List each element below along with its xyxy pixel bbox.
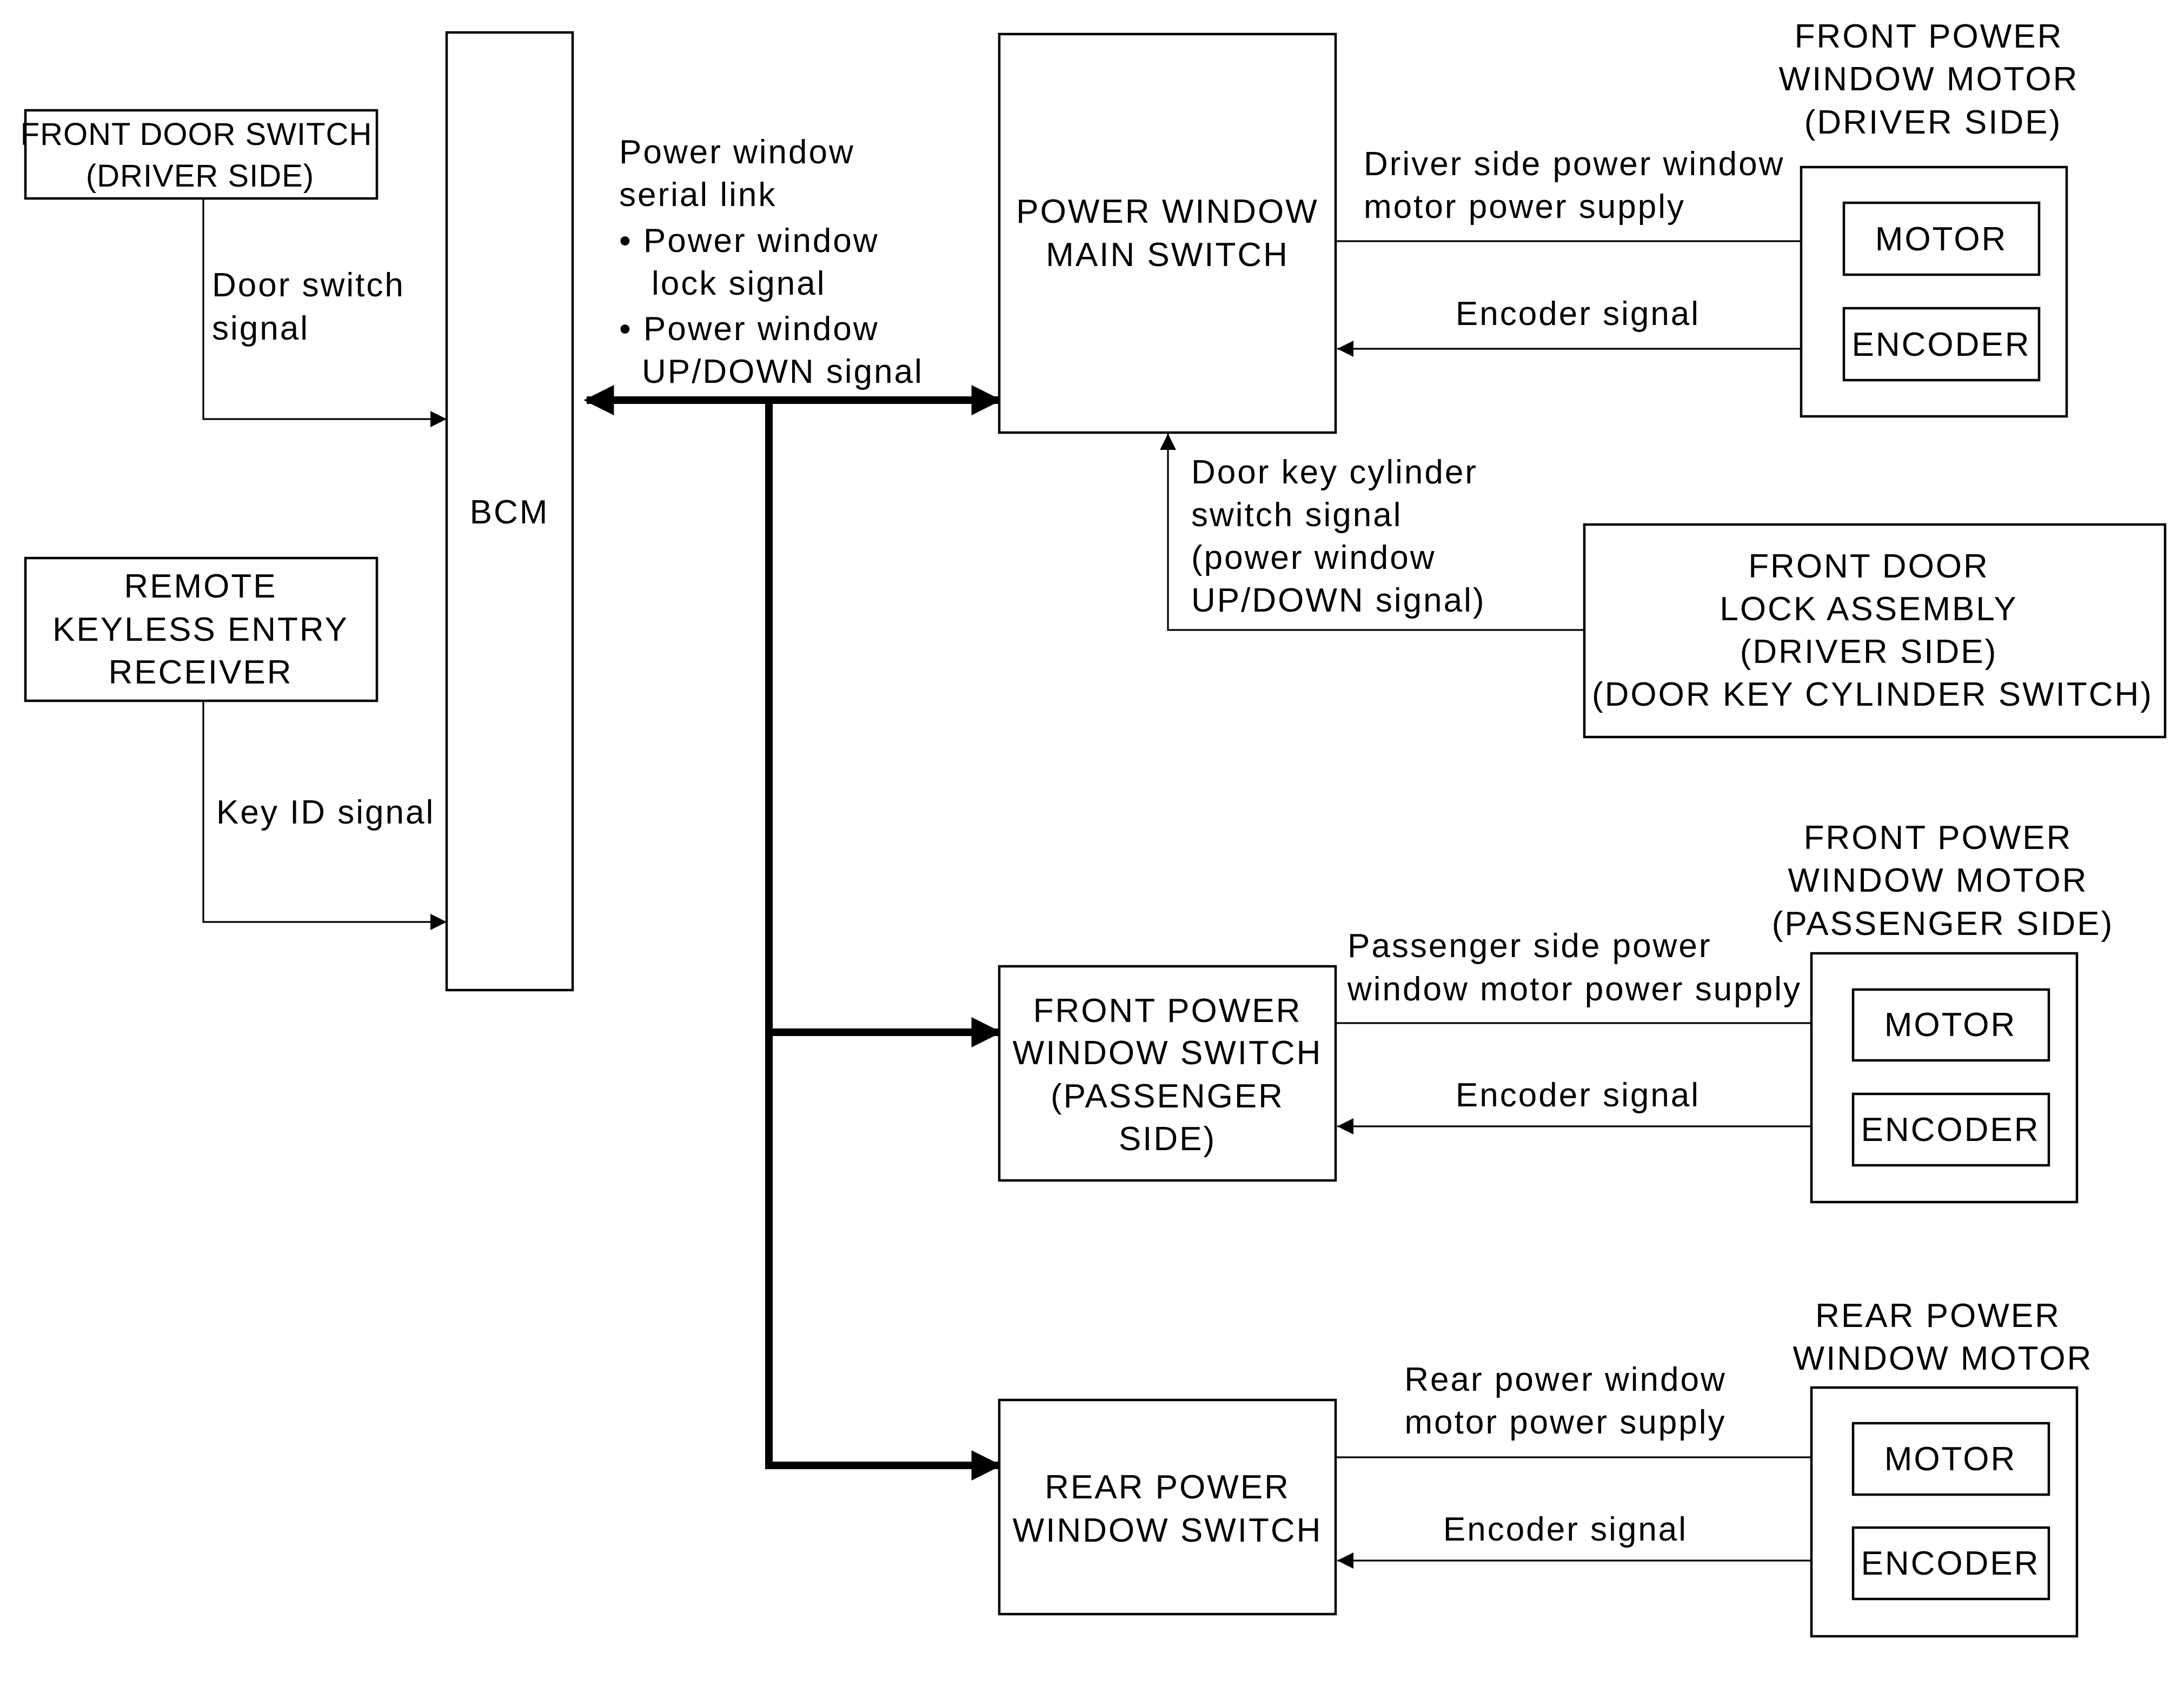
remote-keyless-line-2: KEYLESS ENTRY	[52, 611, 349, 648]
driver-motor-box	[1842, 201, 2041, 276]
driver-encoder-label: ENCODER	[1851, 326, 2030, 363]
driver-motor-title-2: WINDOW MOTOR	[1779, 61, 2079, 98]
main-switch-line-2: MAIN SWITCH	[1046, 236, 1289, 274]
door-key-signal-line-2: switch signal	[1191, 496, 1402, 534]
passenger-switch-line-1: FRONT POWER	[1033, 992, 1302, 1030]
door-switch-signal-line-2: signal	[212, 310, 309, 347]
front-door-switch-line-2: (DRIVER SIDE)	[86, 158, 314, 194]
rear-motor-title-2: WINDOW MOTOR	[1793, 1340, 2093, 1377]
bcm-box: BCM	[445, 31, 574, 992]
door-switch-signal-line	[202, 199, 447, 427]
main-switch-line-1: POWER WINDOW	[1016, 193, 1319, 230]
passenger-motor-title-2: WINDOW MOTOR	[1788, 862, 2088, 899]
serial-link-line-1: Power window	[619, 134, 855, 171]
rear-encoder-signal-label: Encoder signal	[1443, 1511, 1688, 1548]
rear-switch-line-2: WINDOW SWITCH	[1013, 1512, 1323, 1549]
front-power-window-motor-passenger: FRONT POWER WINDOW MOTOR (PASSENGER SIDE…	[1772, 819, 2114, 1204]
key-id-signal-line	[202, 702, 447, 930]
passenger-supply-line-2: window motor power supply	[1347, 971, 1802, 1008]
passenger-switch-line-2: WINDOW SWITCH	[1013, 1034, 1323, 1072]
rear-encoder-label: ENCODER	[1861, 1545, 2040, 1582]
passenger-encoder-label: ENCODER	[1861, 1111, 2040, 1149]
front-power-window-motor-driver: FRONT POWER WINDOW MOTOR (DRIVER SIDE) M…	[1779, 18, 2079, 418]
power-window-main-switch-box: POWER WINDOW MAIN SWITCH	[998, 32, 1337, 434]
passenger-switch-line-4: SIDE)	[1119, 1120, 1216, 1158]
rear-power-window-switch-box: REAR POWER WINDOW SWITCH	[998, 1398, 1337, 1616]
rear-power-window-motor: REAR POWER WINDOW MOTOR MOTOR ENCODER	[1793, 1297, 2093, 1638]
bcm-label: BCM	[470, 494, 549, 531]
passenger-supply-line-1: Passenger side power	[1347, 927, 1711, 965]
rear-supply-label: Rear power window motor power supply	[1404, 1361, 1726, 1441]
driver-supply-label: Driver side power window motor power sup…	[1364, 145, 1784, 225]
driver-supply-line-1: Driver side power window	[1364, 145, 1784, 183]
passenger-encoder-signal-label: Encoder signal	[1456, 1077, 1700, 1114]
door-key-signal-label: Door key cylinder switch signal (power w…	[1191, 454, 1486, 619]
door-lock-line-3: (DRIVER SIDE)	[1740, 633, 1997, 671]
front-door-lock-assembly-box: FRONT DOOR LOCK ASSEMBLY (DRIVER SIDE) (…	[1583, 523, 2167, 739]
serial-link-line-4: lock signal	[652, 265, 826, 302]
door-key-signal-line-3: (power window	[1191, 539, 1436, 576]
passenger-motor-title-3: (PASSENGER SIDE)	[1772, 905, 2114, 943]
rear-motor-box	[1851, 1422, 2050, 1496]
door-key-signal-line-1: Door key cylinder	[1191, 454, 1478, 491]
door-lock-line-1: FRONT DOOR	[1748, 548, 1989, 585]
rear-motor-label: MOTOR	[1884, 1441, 2017, 1478]
rear-encoder-box	[1851, 1526, 2050, 1601]
rear-motor-title-1: REAR POWER	[1815, 1297, 2061, 1335]
passenger-motor-label: MOTOR	[1884, 1006, 2017, 1044]
passenger-switch-line-3: (PASSENGER	[1051, 1078, 1284, 1115]
remote-keyless-line-1: REMOTE	[124, 568, 277, 605]
passenger-encoder-box	[1851, 1092, 2050, 1167]
serial-link-line-2: serial link	[619, 176, 776, 214]
key-id-signal-label: Key ID signal	[216, 794, 435, 831]
door-key-signal-line-4: UP/DOWN signal)	[1191, 582, 1486, 619]
door-lock-line-4: (DOOR KEY CYLINDER SWITCH)	[1592, 676, 2153, 713]
serial-link-label: Power window serial link • Power window …	[619, 134, 924, 390]
rear-supply-line-2: motor power supply	[1404, 1404, 1726, 1441]
driver-supply-line-2: motor power supply	[1364, 188, 1685, 225]
front-power-window-switch-passenger-box: FRONT POWER WINDOW SWITCH (PASSENGER SID…	[998, 965, 1337, 1182]
serial-link-line-3: • Power window	[619, 222, 879, 260]
driver-motor-title-3: (DRIVER SIDE)	[1804, 104, 2062, 141]
serial-link-bus	[583, 385, 1002, 1481]
door-lock-line-2: LOCK ASSEMBLY	[1720, 590, 2017, 628]
passenger-supply-label: Passenger side power window motor power …	[1347, 927, 1802, 1008]
driver-motor-title-1: FRONT POWER	[1795, 18, 2063, 55]
rear-switch-line-1: REAR POWER	[1045, 1469, 1290, 1506]
passenger-motor-box	[1851, 988, 2050, 1062]
rear-supply-line-1: Rear power window	[1404, 1361, 1726, 1398]
driver-encoder-signal-label: Encoder signal	[1456, 295, 1700, 333]
serial-link-line-5: • Power window	[619, 310, 879, 348]
remote-keyless-line-3: RECEIVER	[109, 654, 293, 691]
remote-keyless-entry-receiver-box: REMOTE KEYLESS ENTRY RECEIVER	[24, 556, 379, 702]
driver-motor-label: MOTOR	[1875, 221, 2008, 258]
front-door-switch-box: FRONT DOOR SWITCH (DRIVER SIDE)	[21, 109, 379, 200]
serial-link-line-6: UP/DOWN signal	[642, 353, 924, 390]
door-key-signal-line	[1160, 434, 1584, 631]
front-door-switch-line-1: FRONT DOOR SWITCH	[21, 117, 373, 152]
passenger-motor-title-1: FRONT POWER	[1804, 819, 2073, 857]
door-switch-signal-line-1: Door switch	[212, 267, 405, 304]
driver-encoder-box	[1842, 307, 2041, 382]
door-switch-signal-label: Door switch signal	[212, 267, 405, 347]
